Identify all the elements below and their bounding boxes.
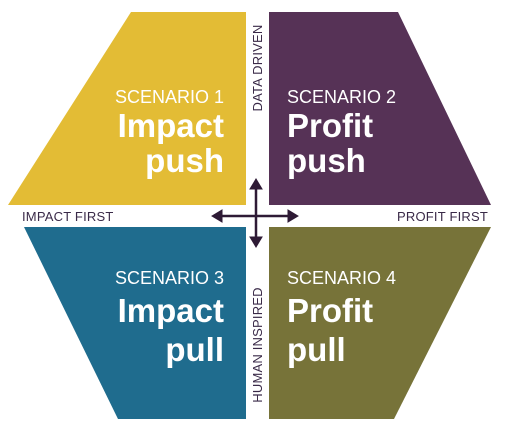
scenario-4-label: SCENARIO 4: [287, 268, 396, 288]
scenario-3-title-line2: pull: [165, 331, 224, 368]
quadrant-3-shape: [24, 227, 246, 419]
axis-cross-arrows-icon: [211, 178, 299, 248]
quadrant-2-shape: [269, 12, 491, 205]
arrowhead-up-icon: [249, 178, 263, 190]
scenario-2-title-line2: push: [287, 142, 366, 179]
scenario-4-title-line2: pull: [287, 331, 346, 368]
scenario-3-label: SCENARIO 3: [115, 268, 224, 288]
quadrant-4-shape: [269, 227, 491, 419]
scenario-2-title-line1: Profit: [287, 107, 373, 144]
axis-label-left: IMPACT FIRST: [22, 209, 113, 224]
axis-label-right: PROFIT FIRST: [397, 209, 488, 224]
scenario-3-title-line1: Impact: [118, 292, 224, 329]
scenario-2-label: SCENARIO 2: [287, 87, 396, 107]
scenario-4-title-line1: Profit: [287, 292, 373, 329]
axis-label-top: DATA DRIVEN: [250, 25, 265, 112]
arrowhead-left-icon: [211, 209, 223, 223]
axis-label-bottom: HUMAN INSPIRED: [250, 287, 265, 402]
quadrant-1-shape: [8, 12, 246, 205]
scenario-1-title-line2: push: [145, 142, 224, 179]
scenario-1-label: SCENARIO 1: [115, 87, 224, 107]
arrowhead-right-icon: [287, 209, 299, 223]
arrowhead-down-icon: [249, 236, 263, 248]
scenario-1-title-line1: Impact: [118, 107, 224, 144]
